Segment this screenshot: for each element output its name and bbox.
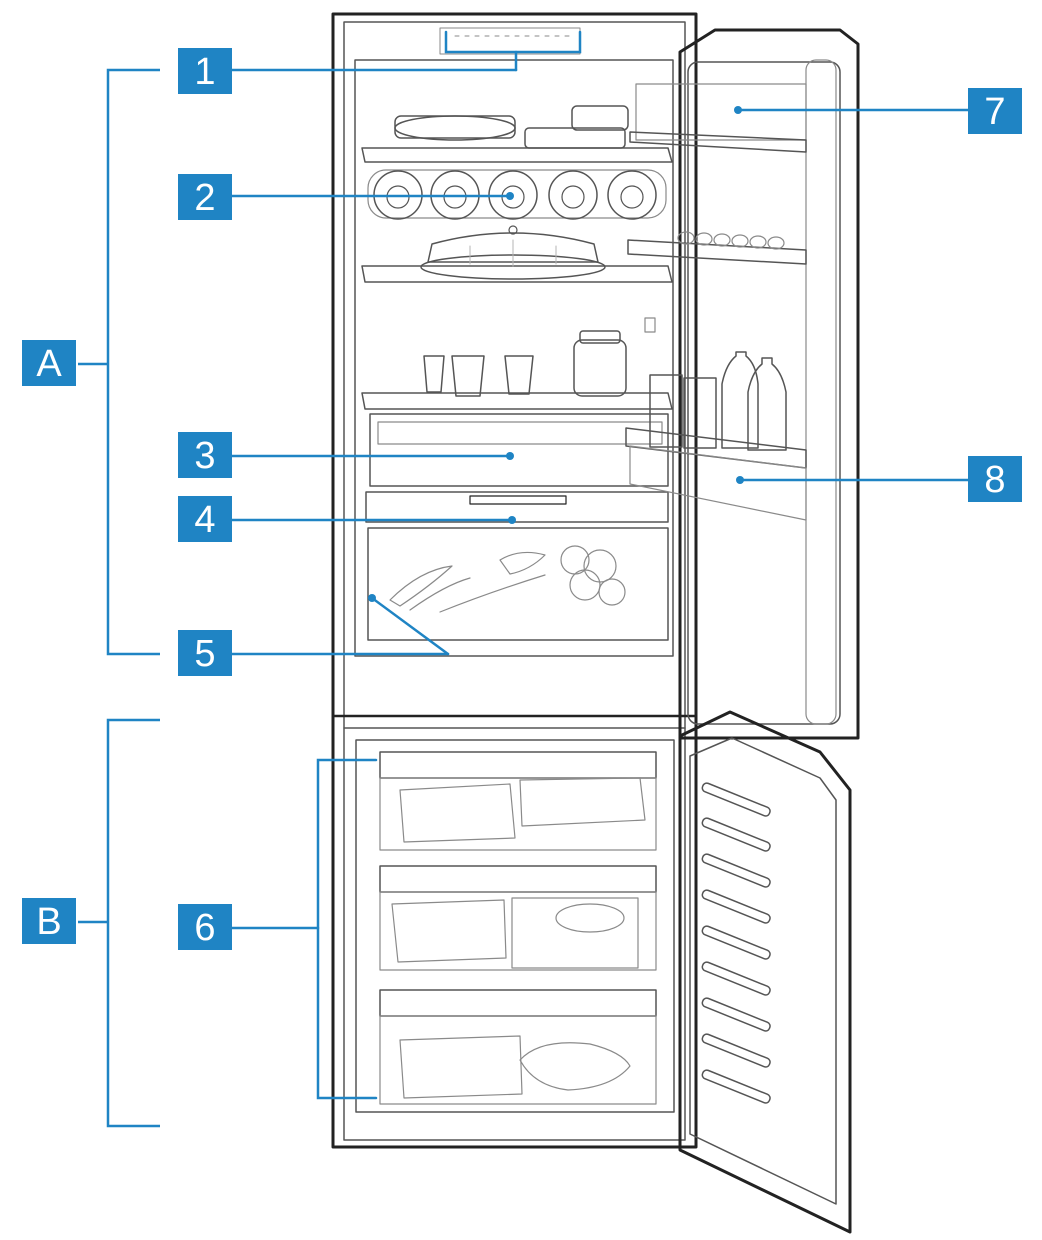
callout-badge-7: 7 xyxy=(968,88,1022,134)
freezer-compartment xyxy=(355,739,675,1113)
callout-label-7: 7 xyxy=(984,91,1005,133)
zone-a-bracket xyxy=(78,68,160,656)
callout-badge-5: 5 xyxy=(178,630,232,676)
callout-badge-8: 8 xyxy=(968,456,1022,502)
middle-shelf xyxy=(361,225,673,283)
callout-label-6: 6 xyxy=(194,907,215,949)
callout-badge-1: 1 xyxy=(178,48,232,94)
top-shelf xyxy=(361,105,673,163)
lower-shelf xyxy=(361,317,673,410)
callout-label-2: 2 xyxy=(194,177,215,219)
callout-badge-2: 2 xyxy=(178,174,232,220)
zone-a-badge: A xyxy=(22,340,76,386)
cabinet-outline xyxy=(331,12,698,1149)
callout-label-4: 4 xyxy=(194,499,215,541)
zone-b-bracket xyxy=(78,718,160,1128)
zone-b-badge: B xyxy=(22,898,76,944)
chiller-drawer xyxy=(369,413,669,487)
callout-badge-4: 4 xyxy=(178,496,232,542)
freezer-door xyxy=(678,710,852,1234)
callout-label-8: 8 xyxy=(984,459,1005,501)
callout-badge-3: 3 xyxy=(178,432,232,478)
callout-label-1: 1 xyxy=(194,51,215,93)
callout-badge-6: 6 xyxy=(178,904,232,950)
fridge-door xyxy=(625,28,860,740)
callout-label-3: 3 xyxy=(194,435,215,477)
crisper-drawer xyxy=(365,491,669,641)
bottle-rack xyxy=(367,169,667,220)
zone-b-label: B xyxy=(36,901,61,943)
callout-label-5: 5 xyxy=(194,633,215,675)
leader-lines xyxy=(230,30,970,1100)
leader-dots xyxy=(368,106,744,602)
zone-a-label: A xyxy=(36,343,62,385)
